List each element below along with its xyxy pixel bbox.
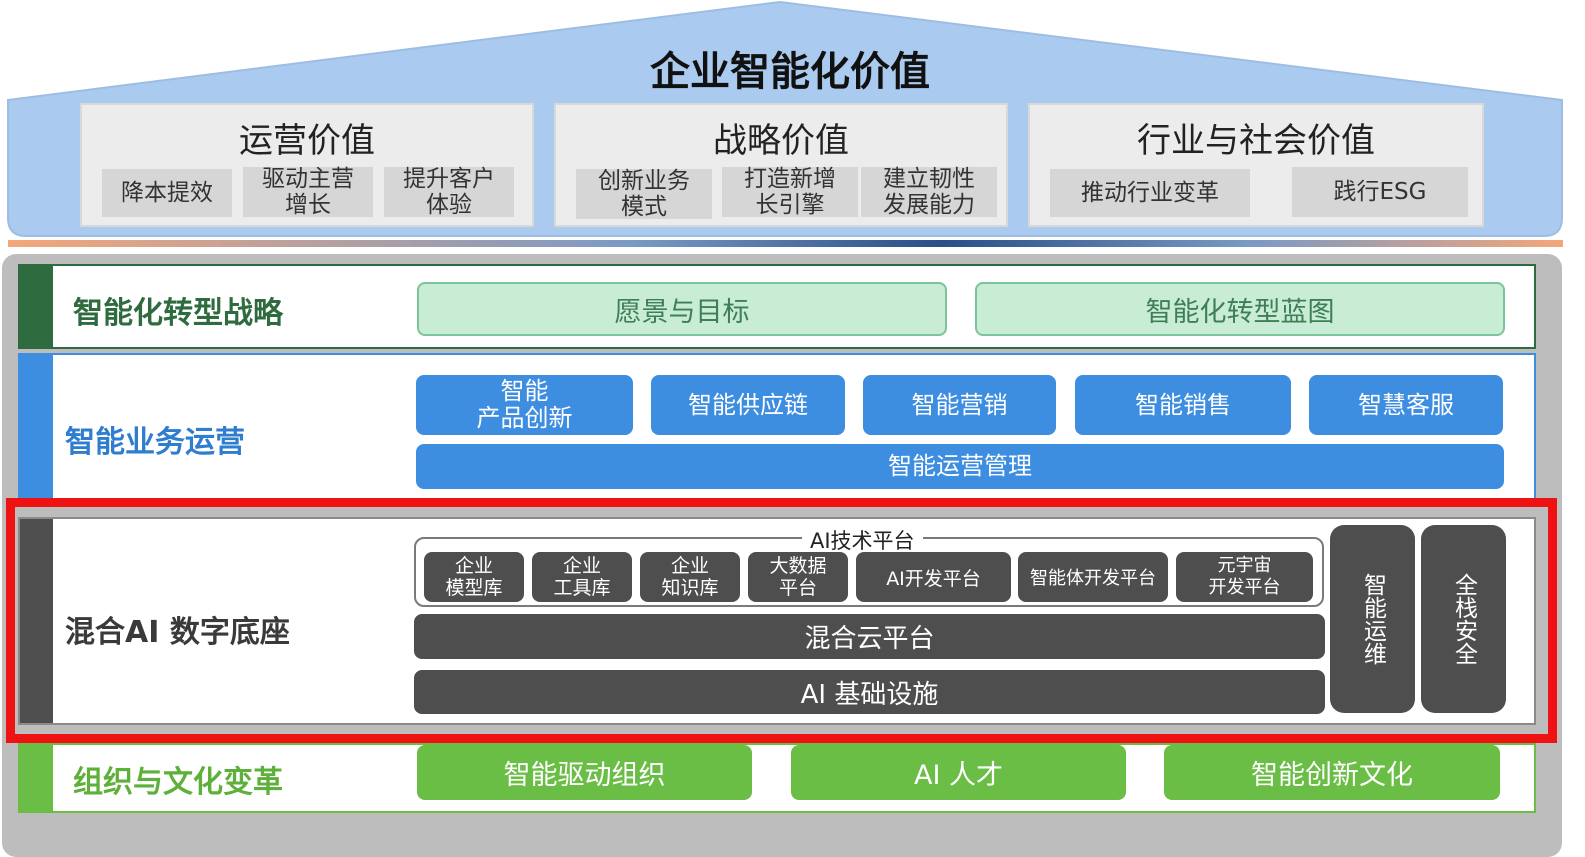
ai-talent-box: AI 人才 [791,745,1126,800]
ai-platform-label: AI技术平台 [802,525,923,555]
row-accent-bar [20,355,53,501]
tool-library-box: 企业 工具库 [532,552,632,602]
hybrid-cloud-box: 混合云平台 [414,614,1325,659]
industry-social-value-panel: 行业与社会价值 推动行业变革 践行ESG [1028,103,1484,227]
row-title: 智能业务运营 [65,425,245,460]
value-item: 降本提效 [102,169,232,217]
knowledge-base-box: 企业 知识库 [640,552,740,602]
innovation-culture-box: 智能创新文化 [1164,745,1500,800]
model-library-box: 企业 模型库 [424,552,524,602]
panel-title: 运营价值 [239,121,375,161]
customer-service-box: 智慧客服 [1309,375,1503,435]
product-innovation-box: 智能 产品创新 [416,375,633,435]
supply-chain-box: 智能供应链 [651,375,845,435]
agent-dev-platform-box: 智能体开发平台 [1018,552,1168,602]
row-accent-bar [20,519,53,723]
row-accent-bar [20,266,53,347]
strategic-value-panel: 战略价值 创新业务 模式 打造新增 长引擎 建立韧性 发展能力 [554,103,1008,227]
value-item: 创新业务 模式 [576,168,712,220]
metaverse-dev-platform-box: 元宇宙 开发平台 [1176,552,1313,602]
ai-infrastructure-box: AI 基础设施 [414,670,1325,714]
row-title: 混合AI 数字底座 [65,615,290,650]
sales-box: 智能销售 [1075,375,1291,435]
strategy-row: 智能化转型战略 愿景与目标 智能化转型蓝图 [18,264,1536,349]
value-item: 提升客户 体验 [384,166,514,218]
value-item: 驱动主营 增长 [243,166,373,218]
full-stack-security-box: 全栈安全 [1421,525,1506,713]
row-title: 组织与文化变革 [73,765,283,800]
big-data-platform-box: 大数据 平台 [748,552,848,602]
ai-dev-platform-box: AI开发平台 [856,552,1011,602]
highlight-frame [6,498,1557,743]
transformation-blueprint-box: 智能化转型蓝图 [975,282,1505,336]
panel-title: 战略价值 [713,121,849,161]
smart-organization-box: 智能驱动组织 [417,745,752,800]
operations-management-box: 智能运营管理 [416,444,1504,489]
value-item: 推动行业变革 [1050,169,1250,217]
operational-value-panel: 运营价值 降本提效 驱动主营 增长 提升客户 体验 [80,103,534,227]
divider-line [8,240,1563,247]
value-item: 建立韧性 发展能力 [861,166,997,218]
full-stack-security-label: 全栈安全 [1450,573,1477,665]
value-item: 践行ESG [1292,167,1468,217]
value-title: 企业智能化价值 [650,49,930,95]
row-accent-bar [20,745,53,811]
row-title: 智能化转型战略 [73,296,283,331]
vision-goals-box: 愿景与目标 [417,282,947,336]
value-item: 打造新增 长引擎 [722,166,858,218]
smart-ops-label: 智能运维 [1359,573,1386,665]
marketing-box: 智能营销 [863,375,1056,435]
panel-title: 行业与社会价值 [1137,121,1375,161]
smart-ops-box: 智能运维 [1330,525,1415,713]
